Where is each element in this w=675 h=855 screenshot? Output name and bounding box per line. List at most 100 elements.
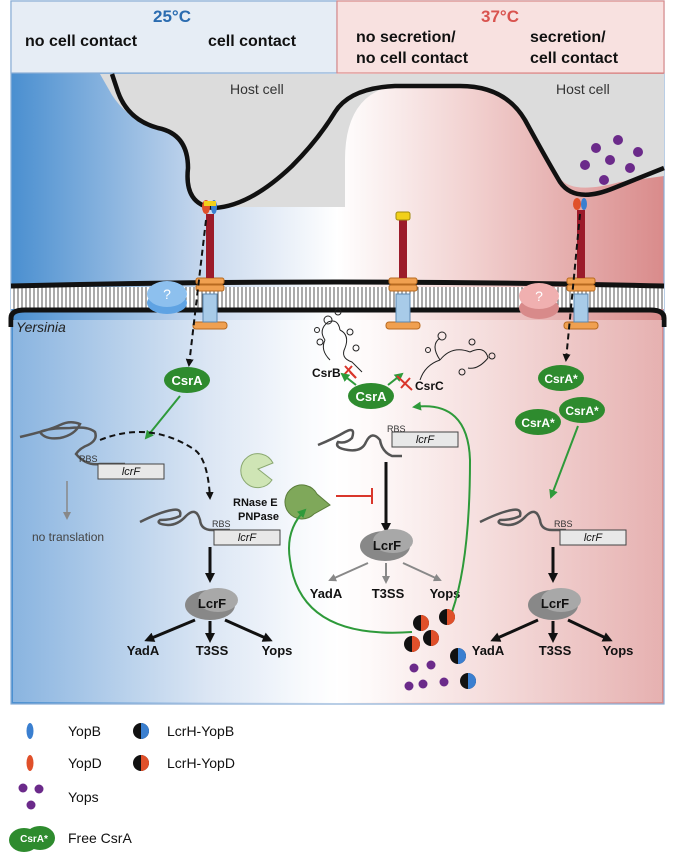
legend-lcrh-yopb: LcrH-YopB (167, 723, 234, 739)
svg-text:CsrA*: CsrA* (20, 834, 48, 845)
lcrf-mrna-center: lcrF RBS (317, 424, 459, 458)
legend-yopb-icon (26, 723, 34, 739)
col-no-cell-contact: no cell contact (25, 33, 138, 50)
t3ss-injectisome-left (192, 200, 228, 330)
header-37c-panel (336, 0, 665, 74)
csrb-label: CsrB (312, 366, 341, 380)
lcrf-mrna-left-open: lcrF RBS (139, 508, 281, 546)
yada-left: YadA (127, 643, 160, 658)
svg-text:lcrF: lcrF (238, 532, 258, 544)
svg-text:CsrA*: CsrA* (521, 416, 555, 430)
svg-text:?: ? (535, 288, 543, 304)
legend-yopd-icon (26, 755, 34, 771)
csrb-rna (314, 308, 363, 373)
lcrh-complexes (404, 609, 476, 689)
arrow-yada-center (328, 562, 369, 582)
col-cell-contact: cell contact (208, 33, 297, 50)
svg-text:LcrF: LcrF (541, 596, 569, 611)
bacterial-membrane (11, 287, 664, 309)
rnase-e-pacman (240, 453, 274, 489)
yops-left: Yops (262, 643, 293, 658)
yops-in-host-cell (580, 135, 643, 185)
no-translation-label: no translation (32, 530, 104, 544)
unknown-receptor-right: ? (519, 283, 559, 319)
pnpase-pacman (284, 484, 331, 520)
yops-cytoplasm (404, 660, 449, 691)
degradation-inhibition (336, 488, 373, 504)
yersinia-label: Yersinia (16, 319, 66, 335)
legend-yops: Yops (68, 789, 99, 805)
arrow-yops-left (224, 618, 273, 642)
csrb-arrow (340, 372, 357, 386)
arrow-yops-right (567, 618, 613, 642)
rnase-label-2: PNPase (238, 511, 279, 523)
svg-text:RBS: RBS (387, 424, 406, 434)
csrc-arrow (387, 372, 404, 386)
host-cell-right-label: Host cell (556, 81, 610, 97)
signal-arrow-left (185, 219, 207, 367)
arrow-yada-right (490, 618, 539, 642)
yada-right: YadA (472, 643, 505, 658)
lcrf-mrna-right: lcrF RBS (479, 508, 627, 546)
t3ss-right: T3SS (539, 643, 572, 658)
yops-right: Yops (603, 643, 634, 658)
csra-remodel-arrow (99, 431, 214, 500)
svg-text:lcrF: lcrF (122, 466, 142, 478)
t3ss-injectisome-center (385, 211, 421, 330)
csra-center: CsrA (348, 383, 394, 409)
lcrh-feedback-arrow-csra (412, 401, 472, 613)
lcrf-mrna-left-top: lcrF RBS (19, 421, 165, 480)
t3ss-center: T3SS (372, 586, 405, 601)
legend-yopb: YopB (68, 723, 101, 739)
col-secretion-1: secretion/ (530, 29, 606, 46)
yops-center: Yops (430, 586, 461, 601)
svg-text:RBS: RBS (554, 519, 573, 529)
svg-text:CsrA*: CsrA* (565, 404, 599, 418)
svg-text:lcrF: lcrF (416, 434, 436, 446)
csra-star-right-1: CsrA* (538, 365, 584, 391)
lcrf-protein-right: LcrF (528, 588, 581, 620)
lcrf-protein-center: LcrF (360, 529, 413, 561)
temp-25-label: 25°C (153, 7, 191, 26)
temp-37-label: 37°C (481, 7, 519, 26)
rnase-label-1: RNase E (233, 497, 278, 509)
csra-left-arrow (144, 395, 181, 440)
host-cell-membrane (109, 73, 665, 211)
unknown-receptor-left: ? (147, 281, 187, 314)
legend-yops-icon (18, 783, 44, 810)
csra-star-arrow (549, 425, 579, 499)
csra-star-right-2: CsrA* (515, 409, 561, 435)
csrc-label: CsrC (415, 379, 444, 393)
svg-text:LcrF: LcrF (373, 538, 401, 553)
signal-arrow-right (562, 213, 581, 362)
svg-text:lcrF: lcrF (584, 532, 604, 544)
svg-text:CsrA*: CsrA* (544, 372, 578, 386)
host-cell-left-label: Host cell (230, 81, 284, 97)
svg-text:?: ? (163, 286, 171, 302)
svg-text:RBS: RBS (212, 519, 231, 529)
svg-text:LcrF: LcrF (198, 596, 226, 611)
legend-yopd: YopD (68, 755, 102, 771)
arrow-yops-center (402, 562, 442, 582)
col-no-secretion-1: no secretion/ (356, 29, 456, 46)
legend: YopB YopD Yops CsrA* Free CsrA LcrH-YopB… (9, 723, 235, 852)
lcrh-feedback-arrow-pnpase (288, 508, 413, 634)
svg-text:CsrA: CsrA (171, 373, 203, 388)
yada-center: YadA (310, 586, 343, 601)
csrc-rna (419, 331, 496, 381)
t3ss-injectisome-right (563, 198, 599, 330)
lcrf-protein-left: LcrF (185, 588, 238, 620)
t3ss-left: T3SS (196, 643, 229, 658)
csra-star-right-3: CsrA* (559, 397, 605, 423)
svg-text:RBS: RBS (79, 454, 98, 464)
csrc-inhibition (396, 375, 413, 391)
header-25c-panel (10, 0, 338, 74)
inner-membrane-line (8, 307, 667, 327)
col-no-secretion-2: no cell contact (356, 50, 469, 67)
col-secretion-2: cell contact (530, 50, 619, 67)
arrow-yada-left (144, 618, 196, 642)
csra-left: CsrA (164, 367, 210, 393)
legend-lcrh-yopd: LcrH-YopD (167, 755, 235, 771)
legend-free-csra: Free CsrA (68, 830, 132, 846)
